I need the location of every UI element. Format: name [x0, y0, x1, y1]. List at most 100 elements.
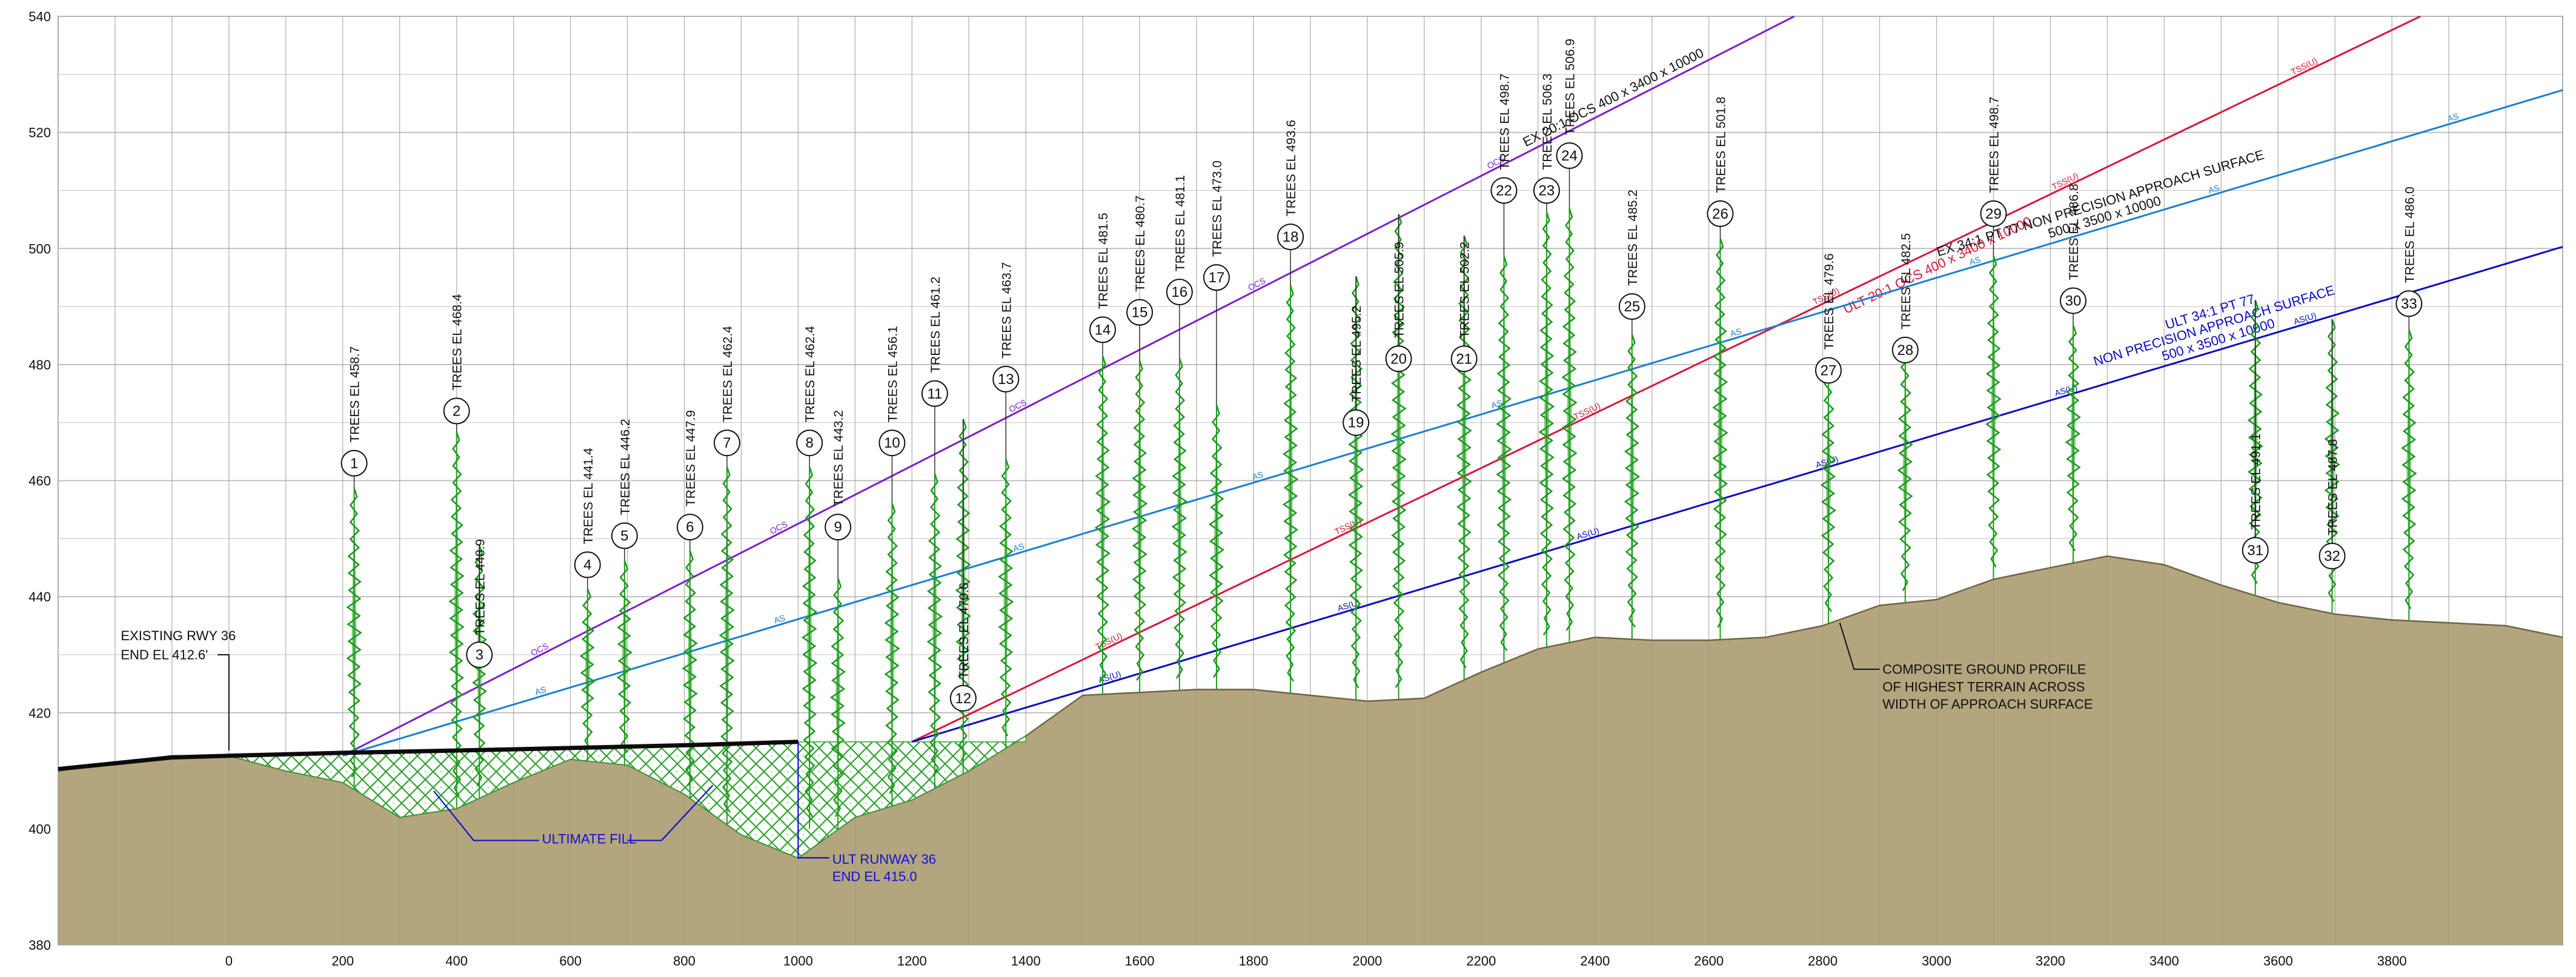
ult-runway-label: ULT RUNWAY 36 — [832, 852, 936, 867]
existing-runway-elevation: END EL 412.6' — [121, 647, 208, 663]
tree-canopy — [724, 472, 729, 778]
tree-elevation-label: TREES EL 482.5 — [1899, 233, 1913, 330]
tree-number: 23 — [1539, 182, 1555, 199]
tree-number: 3 — [476, 647, 483, 663]
tree-canopy — [1629, 340, 1635, 598]
tree-number-circle — [1618, 293, 1645, 320]
tree-canopy — [351, 494, 357, 749]
ex_approach-tag: AS — [2207, 183, 2220, 196]
tree-canopy — [585, 594, 590, 733]
tree-elevation-label: TREES EL 498.7 — [1498, 73, 1512, 170]
tree-elevation-label: TREES EL 447.9 — [684, 410, 698, 506]
tree-number: 12 — [955, 691, 972, 707]
tree-number-circle — [992, 365, 1020, 392]
y-tick-label: 520 — [28, 125, 51, 141]
tree-number-circle — [1490, 177, 1518, 204]
tree-number: 11 — [927, 386, 942, 402]
tree-number: 5 — [620, 528, 628, 545]
tree-number: 8 — [806, 435, 814, 451]
tree-elevation-label: TREES EL 505.9 — [1393, 242, 1407, 338]
tree-23: 23 TREES EL 506.3 — [1533, 73, 1560, 647]
tree-elevation-label: TREES EL 486.0 — [2403, 187, 2417, 283]
tree-number-circle — [921, 380, 948, 407]
ex_approach-tag: AS — [534, 684, 547, 697]
x-tick-label: 1800 — [1239, 953, 1269, 969]
x-tick-label: 3600 — [2263, 953, 2293, 969]
ultimate-fill-callout: ULTIMATE FILL — [433, 784, 714, 846]
tree-number-circle — [2319, 543, 2346, 570]
x-tick-label: 3000 — [1922, 953, 1951, 969]
tree-elevation-label: TREES EL 468.4 — [451, 294, 465, 390]
tree-number: 10 — [884, 435, 900, 451]
tree-elevation-label: TREES EL 448.9 — [473, 539, 487, 635]
tree-number-circle — [466, 641, 493, 668]
tree-number: 7 — [723, 435, 731, 451]
tree-canopy — [807, 472, 812, 782]
tree-canopy — [1567, 214, 1572, 589]
tree-elevation-label: TREES EL 462.4 — [803, 326, 817, 422]
tree-number: 24 — [1561, 148, 1578, 164]
ex_approach-line — [342, 89, 2563, 757]
tree-canopy — [1177, 364, 1182, 647]
tree-elevation-label: TREES EL 506.3 — [1541, 73, 1555, 170]
y-tick-label: 460 — [28, 474, 51, 489]
tree-canopy — [1213, 411, 1219, 651]
tree-number: 14 — [1095, 322, 1111, 338]
ult-runway-callout: ULT RUNWAY 36 END EL 415.0 — [797, 741, 936, 884]
tree-number: 30 — [2065, 293, 2082, 309]
tree-number-circle — [1385, 345, 1412, 373]
tree-elevation-label: TREES EL 462.4 — [721, 326, 735, 422]
tree-canopy — [1501, 262, 1507, 612]
tree-elevation-label: TREES EL 443.2 — [832, 410, 846, 506]
tree-number-circle — [676, 514, 703, 541]
tree-canopy — [932, 480, 937, 746]
tree-number: 15 — [1132, 305, 1148, 321]
tree-number-circle — [1891, 336, 1919, 363]
tree-canopy — [1137, 366, 1143, 649]
y-tick-label: 400 — [28, 821, 51, 836]
tree-canopy — [1718, 244, 1723, 589]
tree-elevation-label: TREES EL 485.2 — [1626, 190, 1640, 286]
tree-foliage — [1131, 360, 1148, 681]
x-tick-label: 3800 — [2377, 953, 2407, 969]
existing-runway-leader — [217, 654, 230, 751]
tree-elevation-label: TREES EL 479.6 — [1822, 253, 1836, 349]
ultimate-fill-label: ULTIMATE FILL — [542, 831, 637, 846]
composite-profile-label: COMPOSITE GROUND PROFILE — [1882, 662, 2086, 677]
tree-canopy — [1825, 373, 1831, 588]
tree-canopy — [1353, 282, 1359, 647]
tree-foliage — [1171, 357, 1188, 679]
ex_approach-tag: AS — [2446, 111, 2460, 124]
tree-number: 27 — [1821, 362, 1837, 379]
ultimate-fill-area — [228, 735, 1026, 859]
composite-profile-label-3: WIDTH OF APPROACH SURFACE — [1882, 697, 2093, 712]
tree-elevation-label: TREES EL 491.1 — [2249, 433, 2263, 529]
tree-foliage — [1390, 214, 1407, 688]
tree-number: 33 — [2401, 296, 2417, 312]
tree-number-circle — [1556, 142, 1583, 169]
y-tick-label: 480 — [28, 357, 51, 373]
ex_approach-tag: AS — [1968, 254, 1981, 267]
tree-number: 29 — [1985, 206, 2002, 222]
tree-number: 26 — [1712, 206, 1728, 222]
tree-elevation-label: TREES EL 458.7 — [348, 346, 362, 443]
tree-number-circle — [1707, 200, 1734, 227]
